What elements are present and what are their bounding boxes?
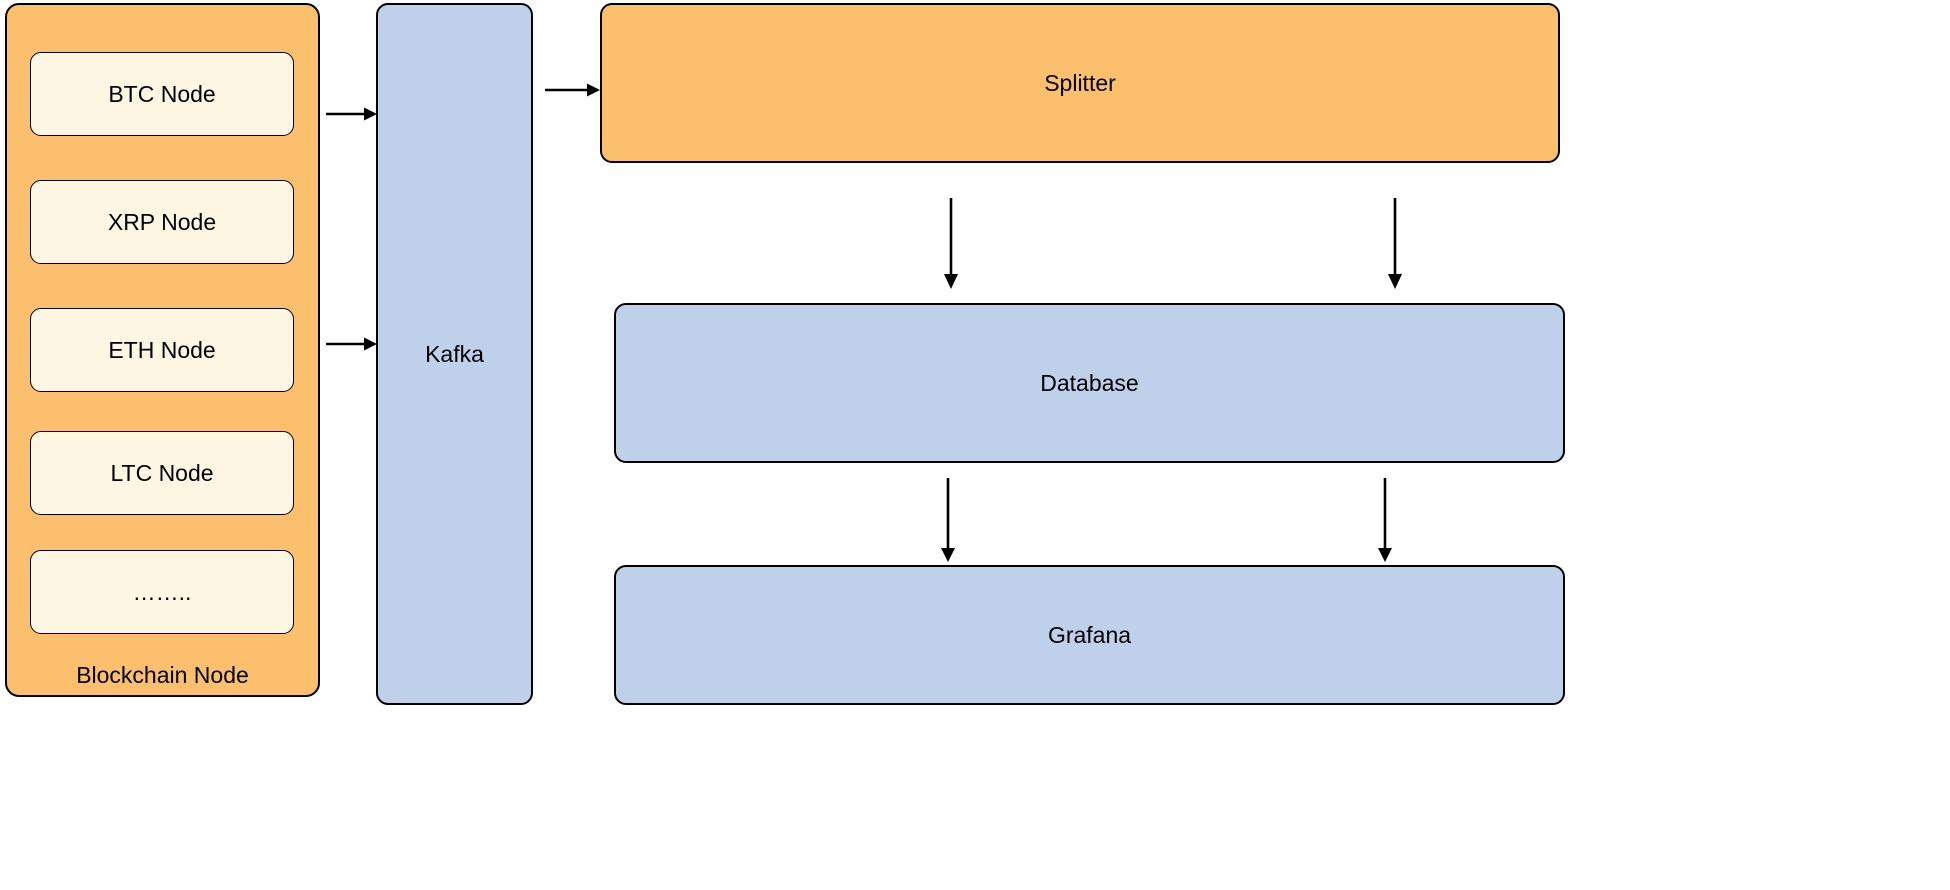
arrow-kafka-to-splitter [545, 80, 601, 100]
node-box-btc-label: BTC Node [108, 80, 216, 107]
box-grafana-label: Grafana [1047, 621, 1132, 648]
box-grafana[interactable]: Grafana [614, 565, 1565, 705]
node-box-ellipsis[interactable]: …….. [30, 550, 294, 634]
box-splitter-label: Splitter [1044, 69, 1116, 96]
arrow-btc-to-kafka [326, 104, 378, 124]
arrow-eth-to-kafka [326, 334, 378, 354]
node-box-btc[interactable]: BTC Node [30, 52, 294, 136]
box-kafka[interactable]: Kafka [376, 3, 533, 705]
node-box-eth-label: ETH Node [108, 336, 216, 363]
group-blockchain-node[interactable]: BTC Node XRP Node ETH Node LTC Node ……..… [5, 3, 320, 697]
arrow-database-to-grafana-left [938, 478, 958, 563]
node-box-ellipsis-label: …….. [132, 578, 192, 605]
group-blockchain-node-label: Blockchain Node [76, 662, 249, 688]
box-database[interactable]: Database [614, 303, 1565, 463]
node-box-ltc[interactable]: LTC Node [30, 431, 294, 515]
node-box-xrp-label: XRP Node [107, 208, 217, 235]
arrow-splitter-to-database-left [941, 198, 961, 290]
arrow-database-to-grafana-right [1375, 478, 1395, 563]
arrow-splitter-to-database-right [1385, 198, 1405, 290]
box-splitter[interactable]: Splitter [600, 3, 1560, 163]
box-database-label: Database [1040, 369, 1139, 396]
node-box-ltc-label: LTC Node [110, 459, 214, 486]
node-box-eth[interactable]: ETH Node [30, 308, 294, 392]
box-kafka-label: Kafka [425, 340, 484, 367]
node-box-xrp[interactable]: XRP Node [30, 180, 294, 264]
